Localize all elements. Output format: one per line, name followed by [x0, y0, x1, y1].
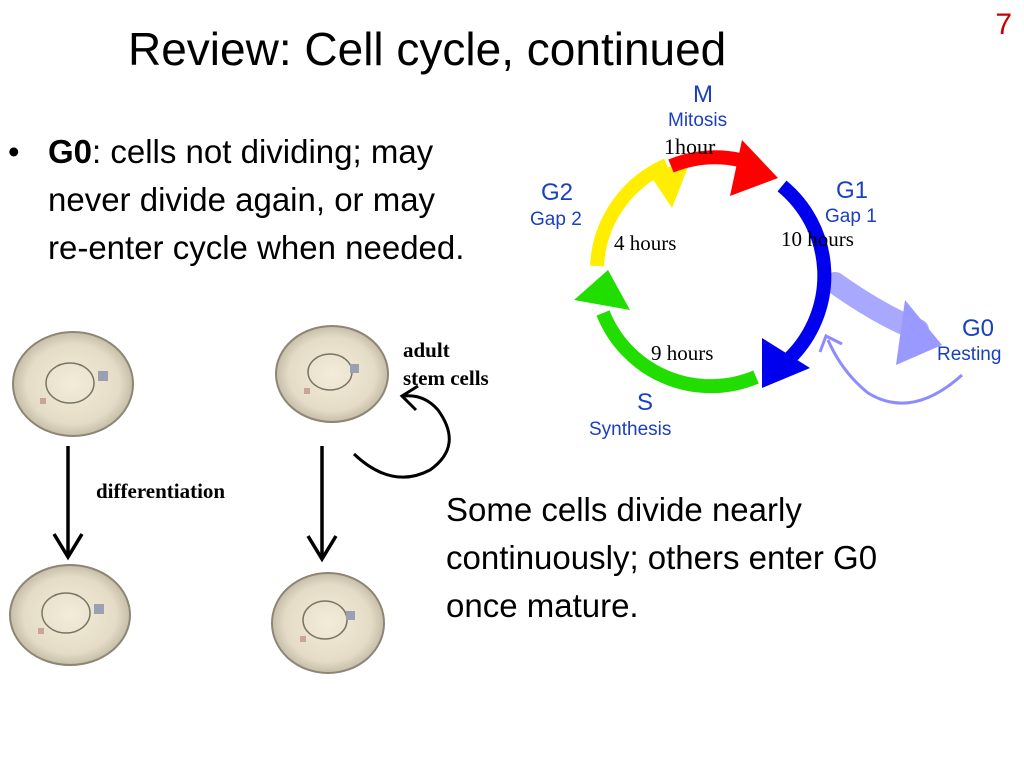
bullet-term: G0 [48, 133, 93, 170]
cell-image [12, 331, 134, 437]
g1-arc [777, 180, 832, 363]
s-duration: 9 hours [651, 341, 713, 365]
s-name: Synthesis [589, 419, 671, 440]
g2-name: Gap 2 [530, 209, 582, 230]
cell-cycle-diagram: M Mitosis 1hour G2 Gap 2 4 hours G1 Gap … [530, 81, 1001, 440]
stem-cell-figure: adult stem cells differentiation [9, 325, 489, 674]
m-arrowhead [730, 140, 778, 196]
g2-arrowhead [648, 162, 690, 208]
differentiation-arrowhead-right [306, 535, 338, 563]
g1-code: G1 [836, 177, 868, 204]
g2-code: G2 [541, 179, 573, 206]
g1-arrowhead [762, 338, 810, 388]
stem-label-line1: adult [403, 338, 450, 362]
m-arc [668, 150, 742, 173]
s-arrowhead [574, 270, 630, 310]
s-code: S [637, 389, 653, 416]
g0-return-arrowhead [818, 333, 843, 353]
bullet-text: G0: cells not dividing; may never divide… [8, 128, 478, 272]
stem-label-line2: stem cells [403, 366, 489, 390]
note-text: Some cells divide nearly continuously; o… [446, 491, 878, 624]
self-renewal-arrowhead [399, 384, 419, 412]
m-code: M [693, 81, 713, 108]
g0-code: G0 [962, 315, 994, 342]
g1-name: Gap 1 [825, 206, 877, 227]
m-name: Mitosis [668, 110, 727, 131]
g2-duration: 4 hours [614, 231, 676, 255]
m-duration: 1hour [664, 134, 716, 159]
g0-exit-arrowhead [896, 300, 942, 365]
differentiation-label: differentiation [96, 479, 225, 503]
differentiation-arrowhead-left [52, 533, 84, 561]
bullet-point: • G0: cells not dividing; may never divi… [8, 128, 478, 272]
g0-name: Resting [937, 344, 1001, 365]
slide-number: 7 [995, 8, 1012, 41]
bullet-dot: • [8, 133, 20, 170]
bullet-description: : cells not dividing; may never divide a… [48, 133, 465, 266]
cell-image [9, 564, 131, 666]
self-renewal-arrow [352, 394, 451, 479]
g1-duration: 10 hours [781, 227, 854, 251]
cell-image [271, 572, 385, 674]
cell-image [275, 325, 389, 423]
g0-return-arrow [826, 339, 964, 405]
slide-title: Review: Cell cycle, continued [128, 23, 727, 75]
s-arc [596, 310, 759, 394]
